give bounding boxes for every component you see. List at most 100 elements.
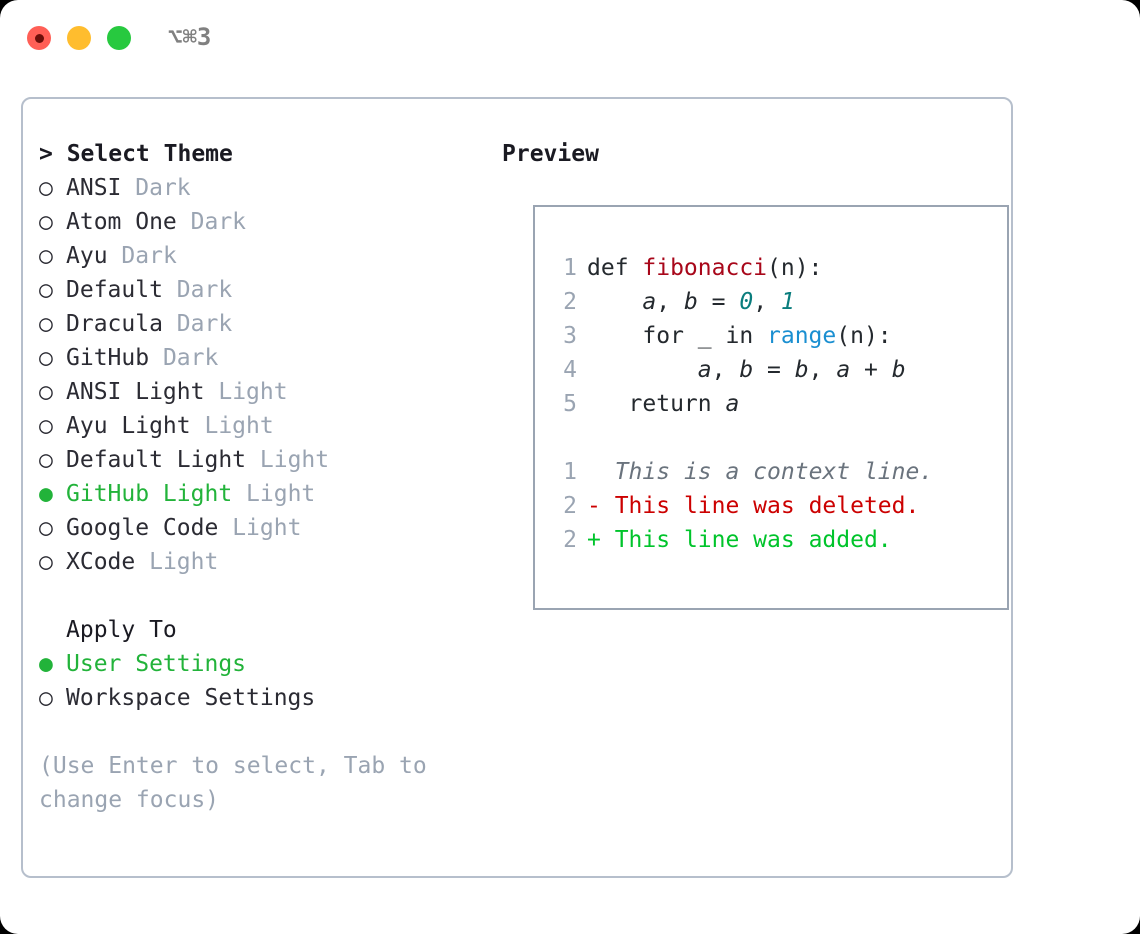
minimize-button-icon[interactable]	[67, 26, 91, 50]
theme-list-item[interactable]: ○ANSI Dark	[39, 171, 489, 205]
radio-unselected-icon: ○	[39, 243, 53, 269]
code-token: a	[697, 357, 712, 383]
theme-list-item[interactable]: ○Ayu Light Light	[39, 409, 489, 443]
code-token: b	[794, 357, 809, 383]
theme-name-label: Ayu	[66, 243, 108, 269]
theme-list-item[interactable]: ○ Default Dark	[39, 273, 489, 307]
theme-list-item[interactable]: ●GitHub Light Light	[39, 477, 489, 511]
diff-line: 2- This line was deleted.	[549, 489, 933, 523]
theme-category-tag: Light	[246, 481, 316, 507]
theme-list-item[interactable]: ○ANSI Light Light	[39, 375, 489, 409]
code-token	[587, 289, 642, 315]
theme-category-tag: Light	[218, 379, 288, 405]
code-token: b	[891, 357, 906, 383]
theme-list-item[interactable]: ○ Ayu Dark	[39, 239, 489, 273]
radio-unselected-icon: ○	[39, 209, 53, 235]
maximize-button-icon[interactable]	[107, 26, 131, 50]
theme-list-item[interactable]: ○ Google Code Light	[39, 511, 489, 545]
theme-category-tag: Light	[259, 447, 330, 473]
apply-to-header: Apply To	[66, 617, 177, 643]
theme-list-item[interactable]: ○ Atom One Dark	[39, 205, 489, 239]
title-bar: ⌥⌘3	[0, 0, 1140, 78]
theme-category-tag: Dark	[176, 277, 233, 303]
code-token: return	[587, 391, 726, 417]
diff-line: 2 + This line was added.	[549, 523, 933, 557]
radio-unselected-icon: ○	[39, 345, 53, 371]
theme-name-label: GitHub	[66, 345, 150, 371]
radio-unselected-icon: ○	[39, 311, 53, 337]
code-token: 1	[780, 289, 795, 315]
code-line: 3 for _ in range(n):	[549, 319, 933, 353]
code-token: =	[753, 357, 795, 383]
close-button-icon[interactable]	[27, 26, 51, 50]
code-token: =	[697, 289, 740, 315]
diff-sign: -	[587, 493, 615, 519]
radio-unselected-icon: ○	[39, 515, 53, 541]
window-controls	[27, 26, 131, 50]
line-number: 2	[563, 527, 577, 553]
theme-list-item[interactable]: ○ GitHub Dark	[39, 341, 489, 375]
theme-name-label: Atom One	[66, 209, 177, 235]
radio-selected-icon: ●	[39, 651, 53, 677]
diff-sign	[587, 459, 615, 485]
apply-to-label: Workspace Settings	[66, 685, 316, 711]
code-token: (n):	[767, 255, 823, 281]
theme-category-tag: Light	[232, 515, 302, 541]
apply-to-list[interactable]: ● User Settings ○ Workspace Settings	[39, 647, 489, 715]
theme-list-item[interactable]: ○Dracula Dark	[39, 307, 489, 341]
code-token: ,	[753, 289, 781, 315]
theme-selector-column: > Select Theme ○ANSI Dark○Atom One Dark○…	[39, 137, 489, 817]
theme-name-label: Ayu Light	[66, 413, 191, 439]
select-theme-header: > Select Theme	[39, 141, 233, 167]
code-token: a	[642, 289, 657, 315]
theme-name-label: Default Light	[66, 447, 247, 473]
apply-to-item[interactable]: ○ Workspace Settings	[39, 681, 489, 715]
line-number: 3	[563, 323, 577, 349]
diff-text: This line was deleted.	[614, 493, 920, 519]
code-token: (n):	[836, 323, 892, 349]
keyboard-shortcut-label: ⌥⌘3	[168, 23, 212, 51]
line-number: 4	[563, 357, 577, 383]
theme-name-label: XCode	[66, 549, 136, 575]
code-token	[587, 357, 698, 383]
apply-to-label: User Settings	[66, 651, 247, 677]
theme-category-tag: Dark	[121, 243, 177, 269]
code-token: def	[587, 255, 643, 281]
keyboard-hint-text: (Use Enter to select, Tab to change focu…	[39, 753, 441, 813]
diff-text: This is a context line.	[614, 459, 934, 485]
theme-list-item[interactable]: ○ Default Light Light	[39, 443, 489, 477]
preview-title: Preview	[502, 141, 599, 167]
theme-category-tag: Dark	[162, 345, 219, 371]
code-token: ,	[808, 357, 837, 383]
theme-list[interactable]: ○ANSI Dark○Atom One Dark○Ayu Dark○Defaul…	[39, 171, 489, 579]
radio-unselected-icon: ○	[39, 277, 53, 303]
theme-name-label: Default	[66, 277, 163, 303]
diff-text: This line was added.	[614, 527, 892, 553]
line-number: 1	[563, 459, 577, 485]
theme-category-tag: Dark	[190, 209, 247, 235]
theme-name-label: GitHub Light	[66, 481, 233, 507]
theme-list-item[interactable]: ○ XCode Light	[39, 545, 489, 579]
radio-unselected-icon: ○	[39, 549, 53, 575]
diff-sign: +	[587, 527, 615, 553]
list-spacer	[39, 579, 489, 613]
code-token: b	[683, 289, 698, 315]
line-number: 2	[563, 289, 577, 315]
code-token: b	[739, 357, 754, 383]
line-number: 5	[563, 391, 577, 417]
radio-unselected-icon: ○	[39, 175, 53, 201]
apply-to-item[interactable]: ● User Settings	[39, 647, 489, 681]
radio-unselected-icon: ○	[39, 413, 53, 439]
theme-name-label: ANSI Light	[66, 379, 205, 405]
theme-category-tag: Light	[149, 549, 219, 575]
line-number: 2	[563, 493, 577, 519]
radio-unselected-icon: ○	[39, 685, 53, 711]
radio-unselected-icon: ○	[39, 447, 53, 473]
theme-name-label: Google Code	[66, 515, 219, 541]
theme-category-tag: Dark	[135, 175, 191, 201]
